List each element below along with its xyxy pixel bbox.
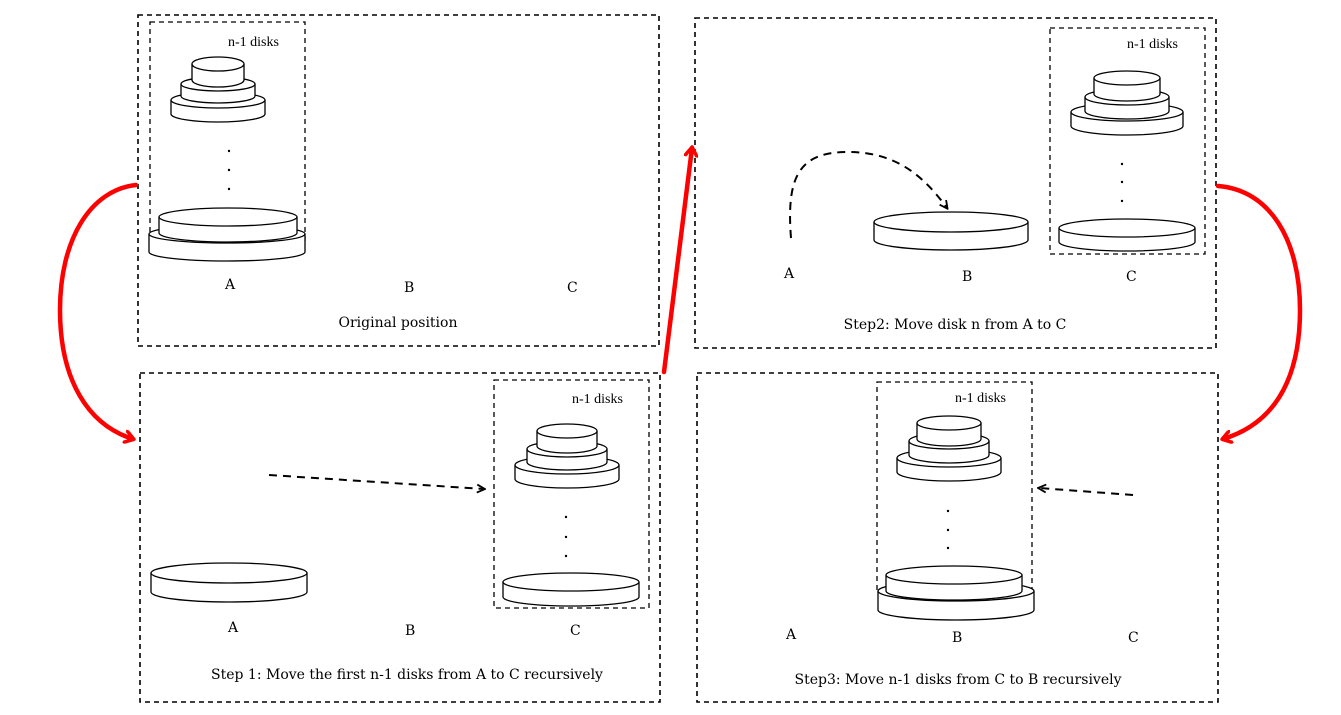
caption-step2: Step2: Move disk n from A to C (844, 317, 1067, 333)
tower-box-step3 (876, 381, 1033, 593)
tower-label-step1: n-1 disks (572, 392, 623, 407)
disk-small-3 (536, 423, 598, 454)
peg-label-c: C (567, 280, 578, 296)
tower-label-original: n-1 disks (228, 35, 279, 50)
disk-large-top (885, 565, 1023, 601)
disk-small-3 (1093, 70, 1161, 102)
ellipsis-dot (227, 187, 231, 191)
peg-label-a: A (227, 620, 239, 636)
ellipsis-dot (564, 535, 568, 539)
panel-step2: n-1 disks A B C Step2: Move disk n fr (694, 17, 1217, 349)
ellipsis-dot (1120, 162, 1124, 166)
caption-step1: Step 1: Move the first n-1 disks from A … (211, 667, 603, 683)
tower-box-step2 (1049, 27, 1206, 255)
flow-arrow-original-to-step1 (57, 182, 139, 439)
disk-large-top (502, 572, 640, 607)
peg-label-c: C (570, 623, 581, 639)
peg-label-b: B (952, 630, 962, 646)
tower-label-step2: n-1 disks (1127, 37, 1178, 52)
panel-step3: n-1 disks A B C Step3: Move n-1 (696, 372, 1219, 703)
move-arrow (268, 474, 484, 489)
ellipsis-dot (1120, 199, 1124, 203)
disk-large-top (158, 207, 298, 243)
panel-original-frame (137, 14, 660, 347)
panel-step2-frame (694, 17, 1217, 349)
panel-step1: n-1 disks A B C Step 1: Move the firs (139, 372, 661, 703)
move-arrow (1039, 488, 1134, 496)
disk-small-3 (191, 56, 245, 88)
tower-label-step3: n-1 disks (955, 391, 1006, 406)
ellipsis-dot (227, 168, 231, 172)
ellipsis-dot (946, 546, 950, 550)
panel-step3-frame (696, 372, 1219, 703)
ellipsis-dot (564, 554, 568, 558)
ellipsis-dot (1120, 180, 1124, 184)
flow-arrow-step2-to-step3 (1215, 183, 1303, 439)
tower-box-step1 (493, 379, 650, 609)
move-arrow (789, 150, 947, 239)
disk-small-3 (916, 415, 982, 447)
disk-n (150, 562, 308, 603)
caption-step3: Step3: Move n-1 disks from C to B recurs… (795, 672, 1122, 688)
flow-arrow-step1-to-step2 (661, 148, 692, 375)
peg-label-c: C (1126, 269, 1137, 285)
disk-n (873, 211, 1029, 251)
peg-label-a: A (224, 277, 236, 293)
peg-label-b: B (405, 623, 415, 639)
peg-label-c: C (1128, 630, 1139, 646)
ellipsis-dot (946, 528, 950, 532)
peg-label-b: B (404, 280, 414, 296)
peg-label-a: A (783, 266, 795, 282)
panel-step1-frame (139, 372, 661, 703)
ellipsis-dot (564, 515, 568, 519)
ellipsis-dot (946, 509, 950, 513)
panel-original: n-1 disks A B C Original positio (137, 14, 660, 347)
ellipsis-dot (227, 149, 231, 153)
peg-label-b: B (962, 269, 972, 285)
caption-original: Original position (339, 315, 458, 331)
disk-large-top (1058, 218, 1196, 252)
peg-label-a: A (785, 627, 797, 643)
